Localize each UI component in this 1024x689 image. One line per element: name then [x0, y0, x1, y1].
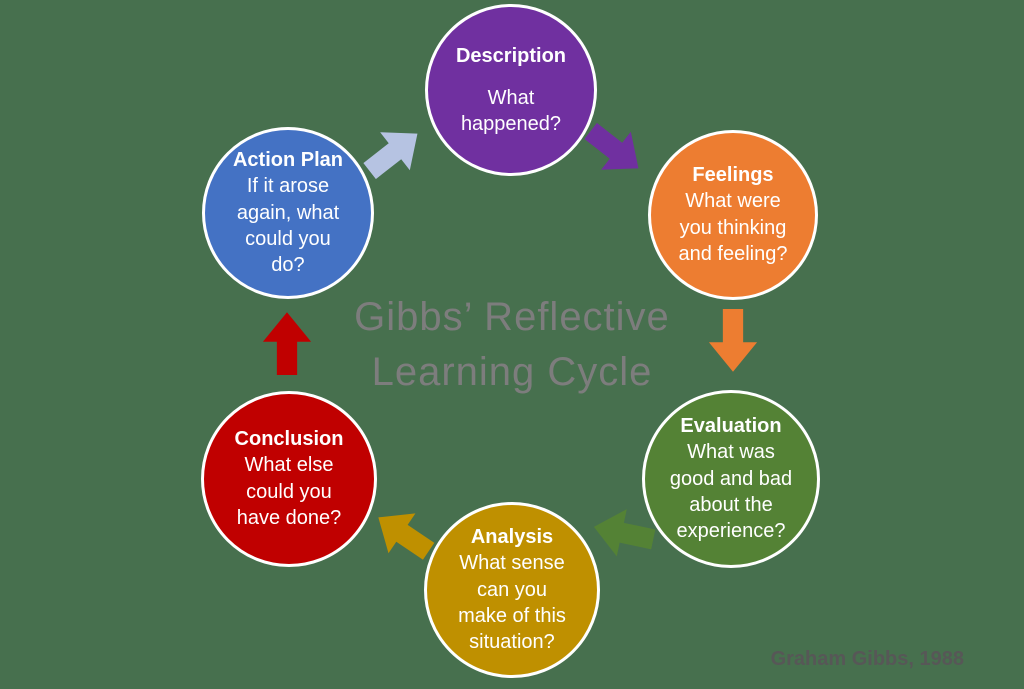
- stage-feelings-circle: Feelings What were you thinking and feel…: [648, 130, 818, 300]
- stage-conclusion-circle: Conclusion What else could you have done…: [201, 391, 377, 567]
- arrow-evaluation-to-analysis-icon: [587, 501, 658, 565]
- stage-description-circle: Description What happened?: [425, 4, 597, 176]
- stage-label: Conclusion: [234, 428, 344, 451]
- stage-label: Evaluation: [680, 415, 782, 438]
- diagram-title: Gibbs’ Reflective Learning Cycle: [0, 290, 1024, 400]
- stage-action-plan-circle: Action Plan If it arose again, what coul…: [202, 127, 374, 299]
- stage-label: Description: [455, 44, 567, 67]
- diagram-title-line1: Gibbs’ Reflective: [354, 295, 670, 339]
- stage-question: What were you thinking and feeling?: [678, 190, 788, 266]
- stage-question: What was good and bad about the experien…: [669, 441, 793, 543]
- arrow-conclusion-to-action-plan-icon: [261, 311, 313, 375]
- arrow-action-plan-to-description-icon: [354, 112, 435, 191]
- stage-question: If it arose again, what could you do?: [236, 175, 340, 277]
- attribution-text: Graham Gibbs, 1988: [770, 648, 964, 670]
- diagram-title-line2: Learning Cycle: [371, 350, 653, 395]
- stage-analysis-circle: Analysis What sense can you make of this…: [424, 502, 600, 678]
- stage-label: Feelings: [692, 164, 774, 187]
- arrow-description-to-feelings-icon: [575, 110, 656, 189]
- stage-label: Action Plan: [232, 149, 343, 172]
- arrow-feelings-to-evaluation-icon: [707, 309, 759, 373]
- arrow-analysis-to-conclusion-icon: [363, 495, 443, 573]
- stage-question: What else could you have done?: [236, 454, 342, 530]
- stage-question: What sense can you make of this situatio…: [458, 552, 566, 654]
- stage-question: What happened?: [460, 86, 562, 135]
- stage-label: Analysis: [470, 526, 554, 549]
- stage-evaluation-circle: Evaluation What was good and bad about t…: [642, 390, 820, 568]
